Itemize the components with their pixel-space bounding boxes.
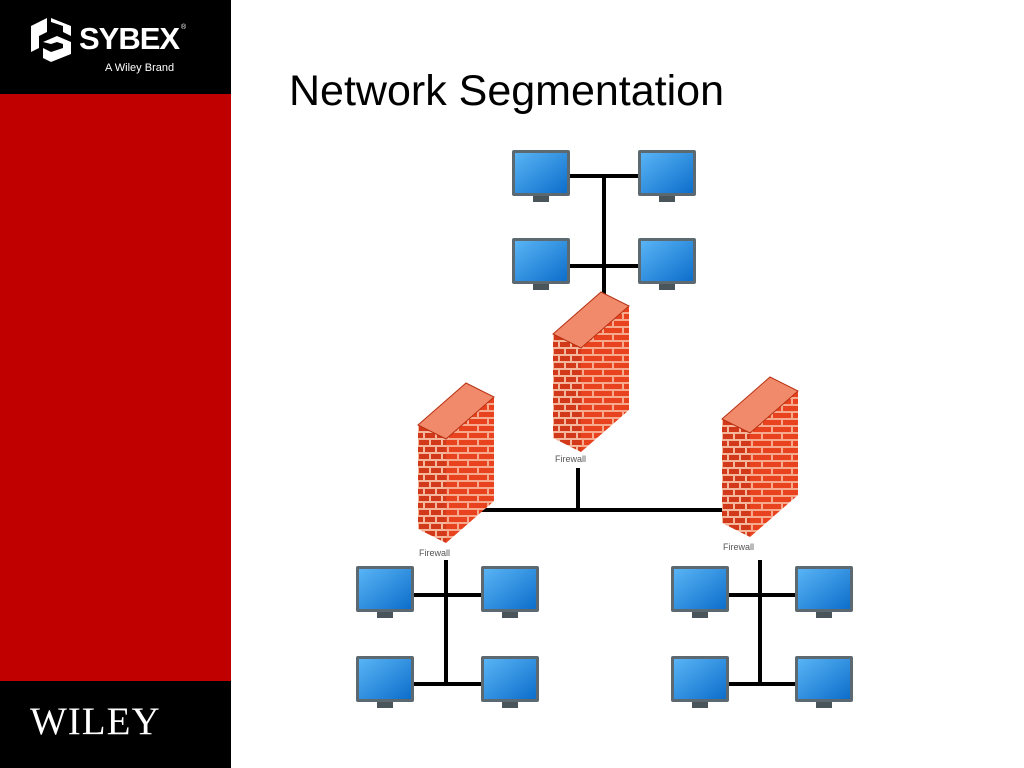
monitor-icon <box>671 656 729 708</box>
sybex-cube-icon <box>31 18 71 62</box>
sidebar-panel <box>0 0 231 768</box>
monitor-icon <box>512 150 570 202</box>
registered-mark: ® <box>181 24 187 31</box>
monitor-icon <box>356 656 414 708</box>
page-title: Network Segmentation <box>289 67 724 115</box>
wiley-wordmark: WILEY <box>30 700 161 743</box>
monitor-icon <box>795 566 853 618</box>
firewall-label: Firewall <box>419 548 450 558</box>
top-segment-cables <box>568 174 640 300</box>
monitor-icon <box>638 238 696 290</box>
backbone-cables <box>470 468 730 512</box>
monitor-icon <box>481 656 539 708</box>
left-segment-cables <box>412 560 484 686</box>
right-segment-cables <box>727 560 797 686</box>
network-diagram: Firewall Firewall Firewall <box>356 150 853 708</box>
monitor-icon <box>671 566 729 618</box>
sybex-logo: SYBEX ® A Wiley Brand <box>27 18 197 80</box>
monitor-icon <box>512 238 570 290</box>
firewall-icon <box>552 291 630 452</box>
sidebar-bottom-band: WILEY <box>0 681 231 768</box>
sybex-wordmark: SYBEX <box>79 21 180 56</box>
monitor-icon <box>481 566 539 618</box>
sidebar-top-band: SYBEX ® A Wiley Brand <box>0 0 231 94</box>
firewall-label: Firewall <box>723 542 754 552</box>
firewall-icon <box>721 376 799 537</box>
firewall-label: Firewall <box>555 454 586 464</box>
sybex-tagline: A Wiley Brand <box>105 62 175 74</box>
monitor-icon <box>638 150 696 202</box>
firewall-icon <box>417 382 495 543</box>
monitor-icon <box>795 656 853 708</box>
monitor-icon <box>356 566 414 618</box>
